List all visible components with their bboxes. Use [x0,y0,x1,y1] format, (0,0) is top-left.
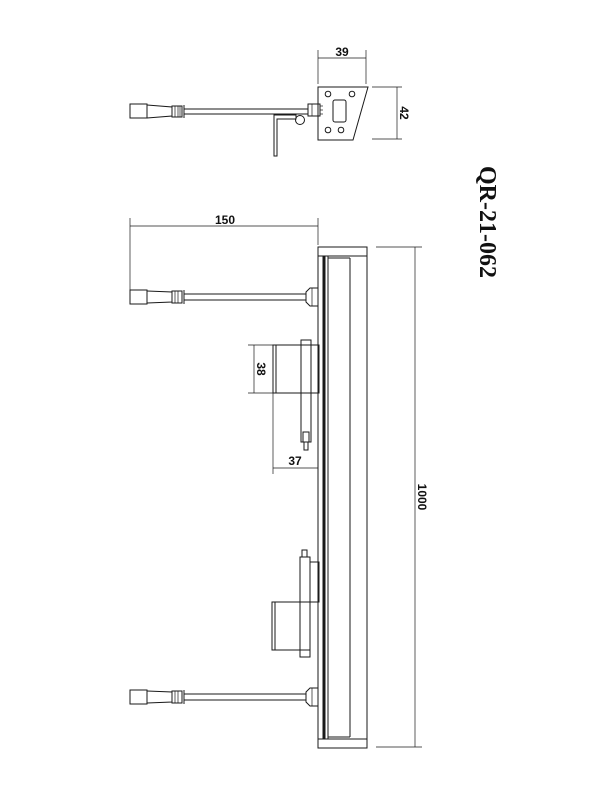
dimension-bracket-width: 39 [317,45,367,84]
connector-cable-lower [129,687,319,707]
dim-label-1000: 1000 [415,484,429,511]
knob [295,115,305,125]
model-code-label: QR-21-062 [474,166,500,278]
profile-outer [317,246,368,749]
housing-endplate [317,86,369,141]
dimension-cable-length: 150 [129,213,319,292]
endplate-slot [332,99,347,123]
dim-label-37: 37 [288,454,302,468]
mounting-bracket-upper: 38 37 [248,339,320,474]
dim-label-150: 150 [215,213,235,227]
mounting-bracket-lower [271,549,320,658]
dim-label-39: 39 [335,45,349,59]
l-bracket [273,114,297,157]
side-view: 150 38 [129,213,429,749]
dimension-total-length: 1000 [376,246,429,748]
dim-label-38: 38 [254,362,268,376]
dim-label-42: 42 [397,106,411,120]
end-view: 39 42 [129,45,411,157]
connector-cable-upper [129,287,319,307]
dimension-bracket-height: 42 [372,86,411,140]
connector-plug-top [129,103,185,119]
